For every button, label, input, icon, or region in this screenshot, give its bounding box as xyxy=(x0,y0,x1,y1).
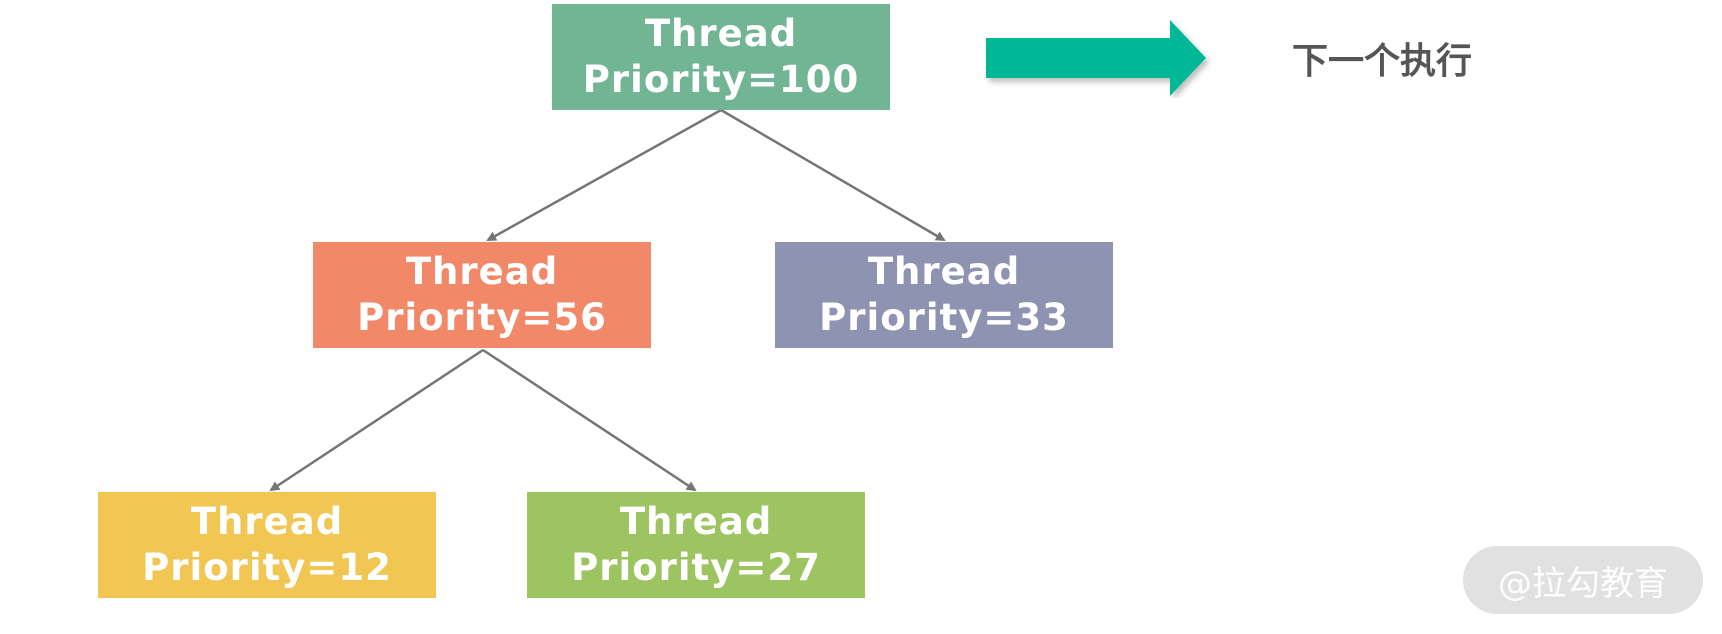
node-priority-56: Thread Priority=56 xyxy=(313,242,651,348)
watermark-text: @拉勾教育 xyxy=(1498,563,1668,604)
node-root-line2: Priority=100 xyxy=(582,58,860,101)
node-priority-33: Thread Priority=33 xyxy=(775,242,1113,348)
node-ll-line1: Thread xyxy=(190,500,344,543)
edge-root-left xyxy=(486,108,722,242)
edge-left-lr xyxy=(482,348,697,492)
node-ll-line2: Priority=12 xyxy=(142,546,392,589)
watermark-badge: @拉勾教育 xyxy=(1463,546,1703,614)
node-right-line1: Thread xyxy=(867,250,1021,293)
node-root-line1: Thread xyxy=(644,12,798,55)
edge-root-right xyxy=(720,108,946,242)
node-lr-line1: Thread xyxy=(619,500,773,543)
node-lr-line2: Priority=27 xyxy=(571,546,821,589)
node-priority-100: Thread Priority=100 xyxy=(552,4,890,110)
node-priority-12: Thread Priority=12 xyxy=(98,492,436,598)
node-right-line2: Priority=33 xyxy=(819,296,1069,339)
node-priority-27: Thread Priority=27 xyxy=(527,492,865,598)
next-to-execute-label: 下一个执行 xyxy=(1292,41,1473,82)
next-arrow-icon xyxy=(986,20,1206,96)
node-left-line2: Priority=56 xyxy=(357,296,607,339)
edge-left-ll xyxy=(269,348,484,492)
node-left-line1: Thread xyxy=(405,250,559,293)
